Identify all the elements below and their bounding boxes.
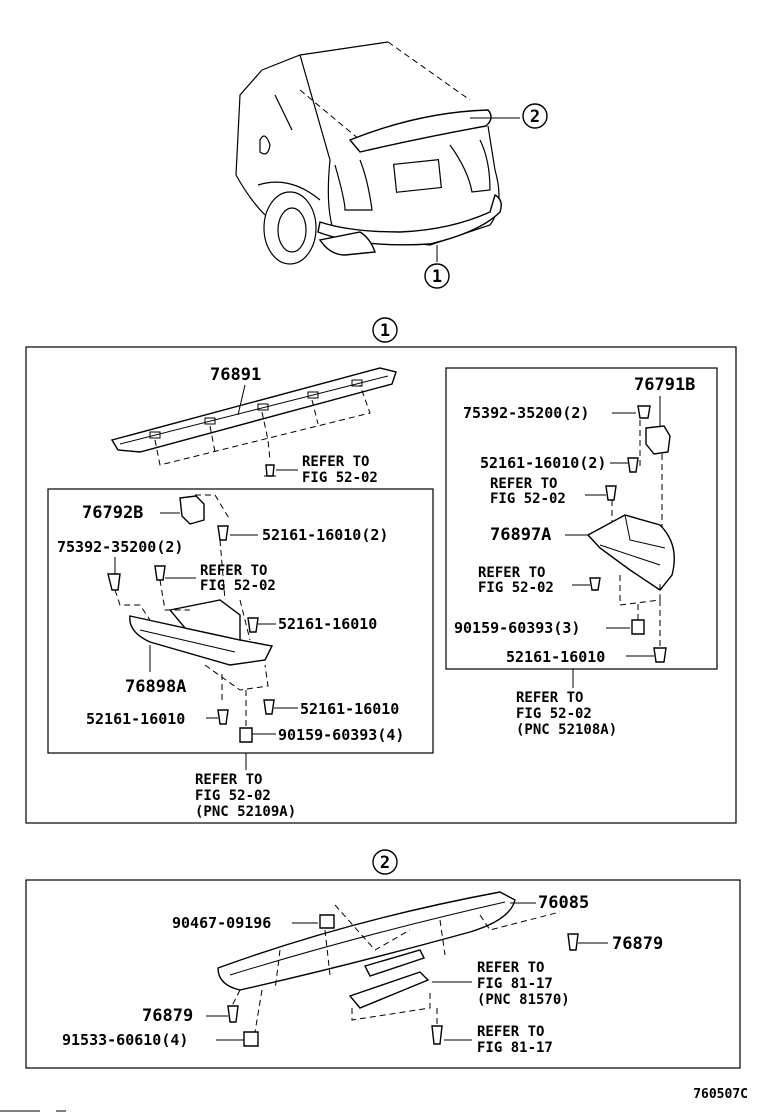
bracket-76792B-icon xyxy=(179,494,231,525)
left-subassembly-frame xyxy=(47,488,434,754)
clip-icon xyxy=(589,577,601,591)
callout-2-top: 2 xyxy=(522,103,548,129)
clip-icon xyxy=(637,405,651,419)
left-bottom-ref-line2: FIG 52-02 xyxy=(195,788,271,804)
part-90159-left: 90159-60393(4) xyxy=(278,726,404,744)
lamp-bracket xyxy=(348,949,431,1021)
bracket-76791B-icon xyxy=(639,420,671,545)
grommet-icon xyxy=(567,933,579,951)
nut-icon xyxy=(631,619,645,635)
screw-icon xyxy=(263,699,275,715)
right-bottom-ref-line1: REFER TO xyxy=(516,690,583,706)
nut-icon xyxy=(239,727,253,743)
part-75392-right: 75392-35200(2) xyxy=(463,404,589,422)
ref-main-line1: REFER TO xyxy=(302,454,369,470)
screw-icon xyxy=(247,617,259,633)
screw-icon xyxy=(627,457,639,473)
ref-s2-2-line1: REFER TO xyxy=(477,1024,544,1040)
part-number-76898A: 76898A xyxy=(125,677,186,697)
section-2-frame xyxy=(25,879,741,1069)
part-number-76879-right: 76879 xyxy=(612,934,663,954)
part-52161-left-c: 52161-16010 xyxy=(300,700,399,718)
part-90159-right: 90159-60393(3) xyxy=(454,619,580,637)
section-1-frame xyxy=(25,346,737,824)
svg-text:2: 2 xyxy=(530,107,540,127)
part-52161-left-2: 52161-16010(2) xyxy=(262,526,388,544)
clip-icon xyxy=(264,464,276,477)
screw-icon xyxy=(431,1025,443,1045)
part-52161-left-b: 52161-16010 xyxy=(86,710,185,728)
ref-right1-line1: REFER TO xyxy=(490,476,557,492)
part-91533: 91533-60610(4) xyxy=(62,1031,188,1049)
clip-icon xyxy=(319,914,335,929)
svg-text:2: 2 xyxy=(380,853,390,873)
nut-icon xyxy=(243,1031,259,1047)
ref-s2-1-line1: REFER TO xyxy=(477,960,544,976)
part-number-76897A: 76897A xyxy=(490,525,551,545)
part-52161-left-a: 52161-16010 xyxy=(278,615,377,633)
part-76897A-bracket xyxy=(586,514,675,606)
screw-icon xyxy=(217,525,229,541)
callout-2-section: 2 xyxy=(372,849,398,875)
ref-right2-line1: REFER TO xyxy=(478,565,545,581)
right-bottom-ref-line3: (PNC 52108A) xyxy=(516,722,617,738)
ref-s2-1-line3: (PNC 81570) xyxy=(477,992,570,1008)
part-number-76085: 76085 xyxy=(538,893,589,913)
right-bottom-ref-line2: FIG 52-02 xyxy=(516,706,592,722)
ref-right2-line2: FIG 52-02 xyxy=(478,580,554,596)
part-76891-trim xyxy=(110,367,397,466)
ref-left-line2: FIG 52-02 xyxy=(200,578,276,594)
grommet-icon xyxy=(227,1005,239,1023)
part-90467: 90467-09196 xyxy=(172,914,271,932)
screw-icon xyxy=(653,647,667,663)
clip-icon xyxy=(107,573,121,591)
left-bottom-ref-line1: REFER TO xyxy=(195,772,262,788)
part-number-76792B: 76792B xyxy=(82,503,143,523)
screw-icon xyxy=(154,565,166,581)
svg-text:1: 1 xyxy=(432,267,442,287)
screw-icon xyxy=(605,485,617,501)
part-75392-left: 75392-35200(2) xyxy=(57,538,183,556)
ref-s2-2-line2: FIG 81-17 xyxy=(477,1040,553,1056)
svg-text:1: 1 xyxy=(380,321,390,341)
part-52161-right-2: 52161-16010(2) xyxy=(480,454,606,472)
part-number-76791B: 76791B xyxy=(634,375,695,395)
part-52161-right: 52161-16010 xyxy=(506,648,605,666)
ref-left-line1: REFER TO xyxy=(200,563,267,579)
left-bottom-ref-line3: (PNC 52109A) xyxy=(195,804,296,820)
diagram-code: 760507C xyxy=(693,1087,748,1102)
car-rear-illustration xyxy=(235,41,520,265)
part-number-76891: 76891 xyxy=(210,365,261,385)
part-number-76879-left: 76879 xyxy=(142,1006,193,1026)
callout-1-section: 1 xyxy=(372,317,398,343)
ref-s2-1-line2: FIG 81-17 xyxy=(477,976,553,992)
callout-1-top: 1 xyxy=(424,263,450,289)
right-subassembly-frame xyxy=(445,367,718,670)
ref-main-line2: FIG 52-02 xyxy=(302,470,378,486)
ref-right1-line2: FIG 52-02 xyxy=(490,491,566,507)
screw-icon xyxy=(217,709,229,725)
part-76898A-bracket xyxy=(114,539,274,691)
